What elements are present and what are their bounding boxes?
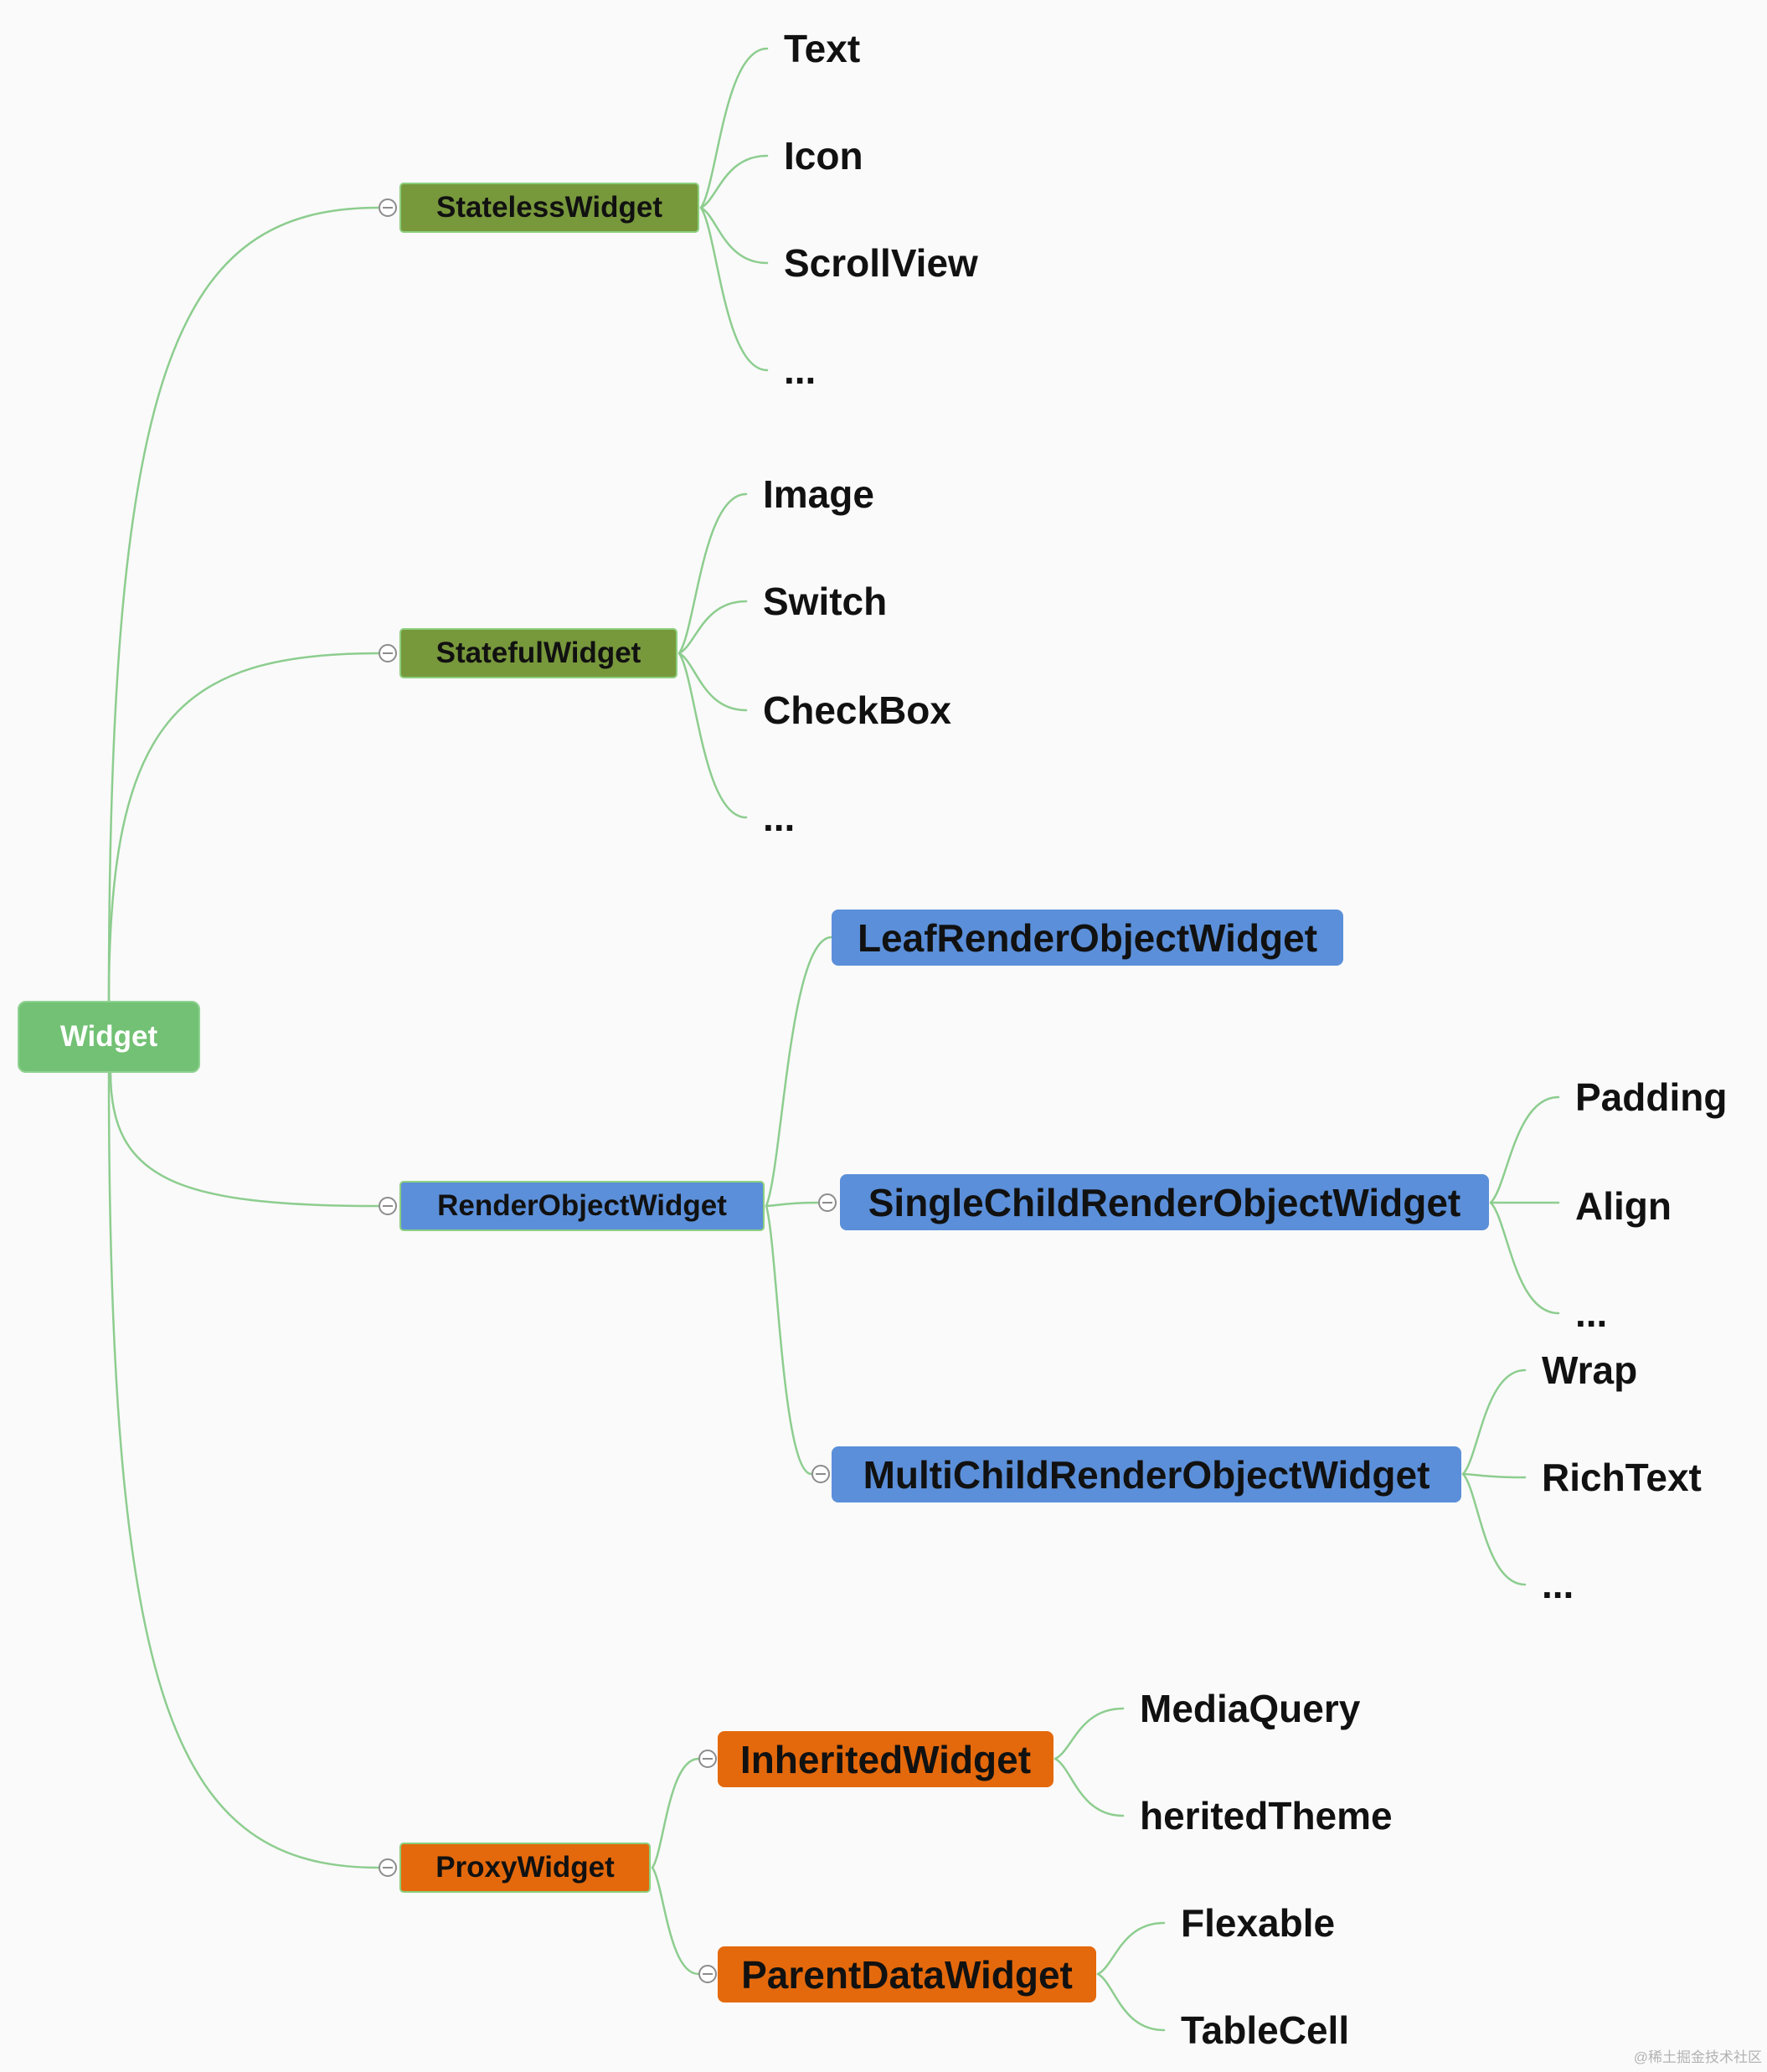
connector-line bbox=[1489, 1095, 1560, 1204]
leaf-scroll-view[interactable]: ScrollView bbox=[784, 241, 978, 285]
connector-line bbox=[1461, 1472, 1527, 1479]
watermark: @稀土掘金技术社区 bbox=[1633, 2049, 1762, 2065]
node-parent-data-widget[interactable]: ParentDataWidget bbox=[718, 1946, 1096, 2002]
connector-line bbox=[765, 1204, 813, 1476]
leaf-rich-text[interactable]: RichText bbox=[1542, 1456, 1702, 1499]
connector-line bbox=[1096, 1921, 1166, 1976]
connector-line bbox=[677, 652, 748, 819]
leaf-icon[interactable]: Icon bbox=[784, 134, 863, 178]
parent-data-widget-collapse-icon[interactable] bbox=[698, 1965, 717, 1983]
leaf-more[interactable]: ... bbox=[763, 796, 796, 839]
inherited-widget-collapse-icon[interactable] bbox=[698, 1750, 717, 1768]
node-stateful-widget[interactable]: StatefulWidget bbox=[399, 628, 677, 678]
connector-line bbox=[765, 935, 833, 1208]
node-single-child-render-object-widget[interactable]: SingleChildRenderObjectWidget bbox=[840, 1174, 1489, 1230]
connector-line bbox=[107, 1071, 380, 1869]
node-inherited-widget[interactable]: InheritedWidget bbox=[718, 1731, 1054, 1787]
connector-line bbox=[109, 1071, 380, 1208]
connector-line bbox=[677, 492, 748, 655]
stateless-widget-collapse-icon[interactable] bbox=[379, 198, 397, 217]
node-multi-child-render-object-widget[interactable]: MultiChildRenderObjectWidget bbox=[832, 1446, 1461, 1502]
leaf-checkbox[interactable]: CheckBox bbox=[763, 688, 951, 732]
leaf-herited-theme[interactable]: heritedTheme bbox=[1140, 1794, 1393, 1837]
multi-child-collapse-icon[interactable] bbox=[811, 1465, 830, 1483]
connector-line bbox=[1461, 1368, 1527, 1476]
leaf-more[interactable]: ... bbox=[1575, 1291, 1608, 1335]
root-node-widget[interactable]: Widget bbox=[18, 1001, 200, 1073]
leaf-media-query[interactable]: MediaQuery bbox=[1140, 1687, 1361, 1730]
connector-line bbox=[677, 600, 748, 655]
connector-line bbox=[1461, 1472, 1527, 1586]
node-proxy-widget[interactable]: ProxyWidget bbox=[399, 1843, 651, 1893]
node-render-object-widget[interactable]: RenderObjectWidget bbox=[399, 1181, 765, 1231]
leaf-more[interactable]: ... bbox=[1542, 1563, 1574, 1606]
connector-line bbox=[699, 206, 769, 372]
connector-line bbox=[699, 154, 769, 209]
leaf-flexable[interactable]: Flexable bbox=[1181, 1901, 1336, 1945]
node-leaf-render-object-widget[interactable]: LeafRenderObjectWidget bbox=[832, 910, 1343, 966]
leaf-text[interactable]: Text bbox=[784, 27, 861, 70]
leaf-table-cell[interactable]: TableCell bbox=[1181, 2008, 1350, 2052]
leaf-align[interactable]: Align bbox=[1575, 1184, 1672, 1228]
proxy-widget-collapse-icon[interactable] bbox=[379, 1858, 397, 1877]
connector-line bbox=[651, 1866, 700, 1976]
single-child-collapse-icon[interactable] bbox=[818, 1193, 837, 1212]
connector-line bbox=[699, 47, 769, 209]
connector-line bbox=[677, 652, 748, 712]
connector-line bbox=[107, 652, 380, 1002]
render-object-widget-collapse-icon[interactable] bbox=[379, 1197, 397, 1215]
leaf-switch[interactable]: Switch bbox=[763, 580, 888, 623]
connector-line bbox=[1054, 1757, 1125, 1817]
leaf-wrap[interactable]: Wrap bbox=[1542, 1348, 1638, 1392]
connector-line bbox=[107, 206, 380, 1002]
stateful-widget-collapse-icon[interactable] bbox=[379, 644, 397, 662]
connector-line bbox=[651, 1757, 700, 1869]
leaf-padding[interactable]: Padding bbox=[1575, 1075, 1728, 1119]
leaf-more[interactable]: ... bbox=[784, 348, 817, 392]
connector-line bbox=[1489, 1201, 1560, 1315]
connector-line bbox=[765, 1201, 820, 1208]
connector-line bbox=[1054, 1707, 1125, 1760]
node-stateless-widget[interactable]: StatelessWidget bbox=[399, 183, 699, 233]
connector-line bbox=[699, 206, 769, 265]
connector-line bbox=[1096, 1972, 1166, 2032]
leaf-image[interactable]: Image bbox=[763, 472, 874, 516]
